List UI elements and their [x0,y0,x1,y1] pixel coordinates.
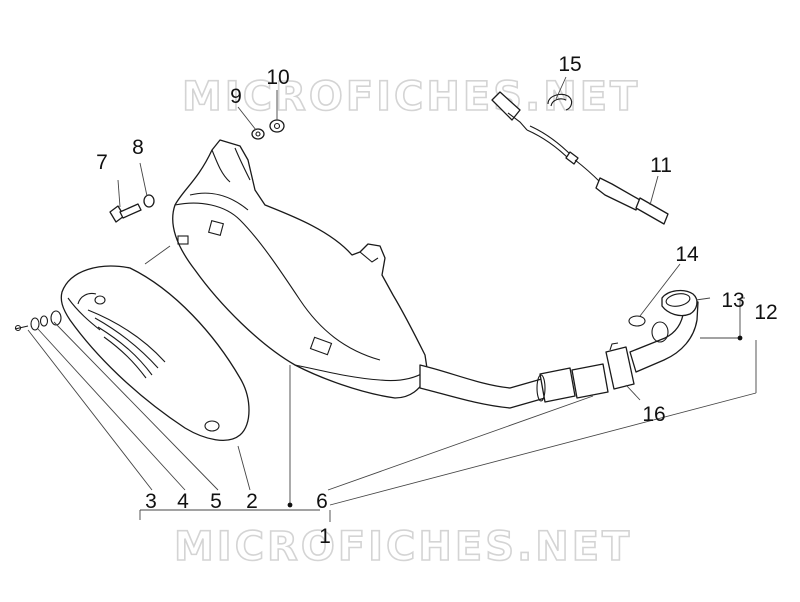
mounting-bolt [109,194,155,223]
lambda-sensor [491,91,669,225]
cover-screw-washers [14,310,62,332]
callout-1: 1 [319,525,331,548]
callout-11: 11 [650,154,672,177]
junction-dot-12 [737,335,743,341]
callout-13: 13 [721,289,744,312]
callout-numbers: 1 2 3 4 5 6 7 8 9 10 11 12 13 14 15 16 [96,53,778,548]
watermark-bottom: MICROFICHES.NET [174,524,632,570]
heat-shield-cover [60,265,250,441]
callout-3: 3 [145,490,157,513]
callout-10: 10 [266,66,289,89]
watermark-top: MICROFICHES.NET [182,74,640,120]
callout-9: 9 [230,85,242,108]
callout-7: 7 [96,151,108,174]
callout-8: 8 [132,136,144,159]
callout-6: 6 [316,490,328,513]
manifold-bend [629,289,699,373]
exhaust-pipe [419,364,576,409]
sensor-clip [547,93,573,111]
leader-lines [27,76,757,522]
callout-16: 16 [642,403,665,426]
callout-12: 12 [754,301,777,324]
junction-dot-1 [287,502,293,508]
callout-5: 5 [210,490,222,513]
pipe-sleeve [571,363,609,399]
callout-15: 15 [558,53,581,76]
pipe-clamp [605,342,635,390]
muffler-body [172,139,429,399]
callout-14: 14 [675,243,699,266]
callout-2: 2 [246,490,258,513]
callout-4: 4 [177,490,189,513]
washers-9-10 [251,119,285,140]
gasket-ring [628,315,646,327]
